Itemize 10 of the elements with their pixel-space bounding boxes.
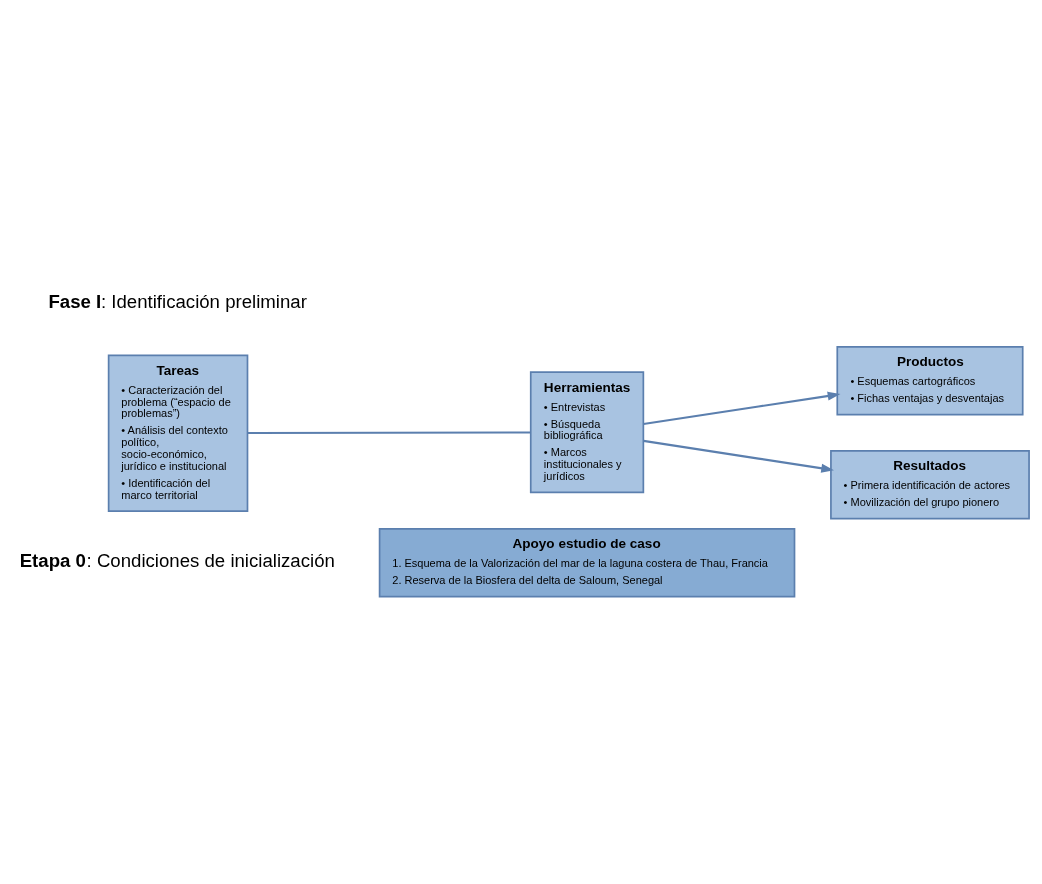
node-box: Resultados • Primera identificación de actores • Movilización del grupo pionero — [830, 449, 1030, 520]
node-box: Productos • Esquemas cartográficos • Fichas ventajas y desventajas — [836, 345, 1024, 415]
arrow — [643, 439, 834, 473]
label: Etapa 0: Condiciones de inicialización — [19, 549, 335, 571]
label: Fase I: Identificación preliminar — [48, 290, 307, 312]
node-box: Tareas • Caracterización del problema (“espacio de problemas”) • Análisis del contexto político, socio-económico, jurídico e institucional • Identificación del marco territorial — [107, 353, 249, 512]
arrow — [643, 391, 841, 425]
connector — [247, 430, 531, 434]
node-box: Herramientas • Entrevistas • Búsqueda bibliográfica • Marcos institucionales y jurídicos — [529, 370, 645, 493]
node-box: Apoyo estudio de caso 1. Esquema de la Valorización del mar de la laguna costera de Thau, Francia 2. Reserva de la Biosfera del delta de Saloum, Senegal — [378, 527, 796, 597]
